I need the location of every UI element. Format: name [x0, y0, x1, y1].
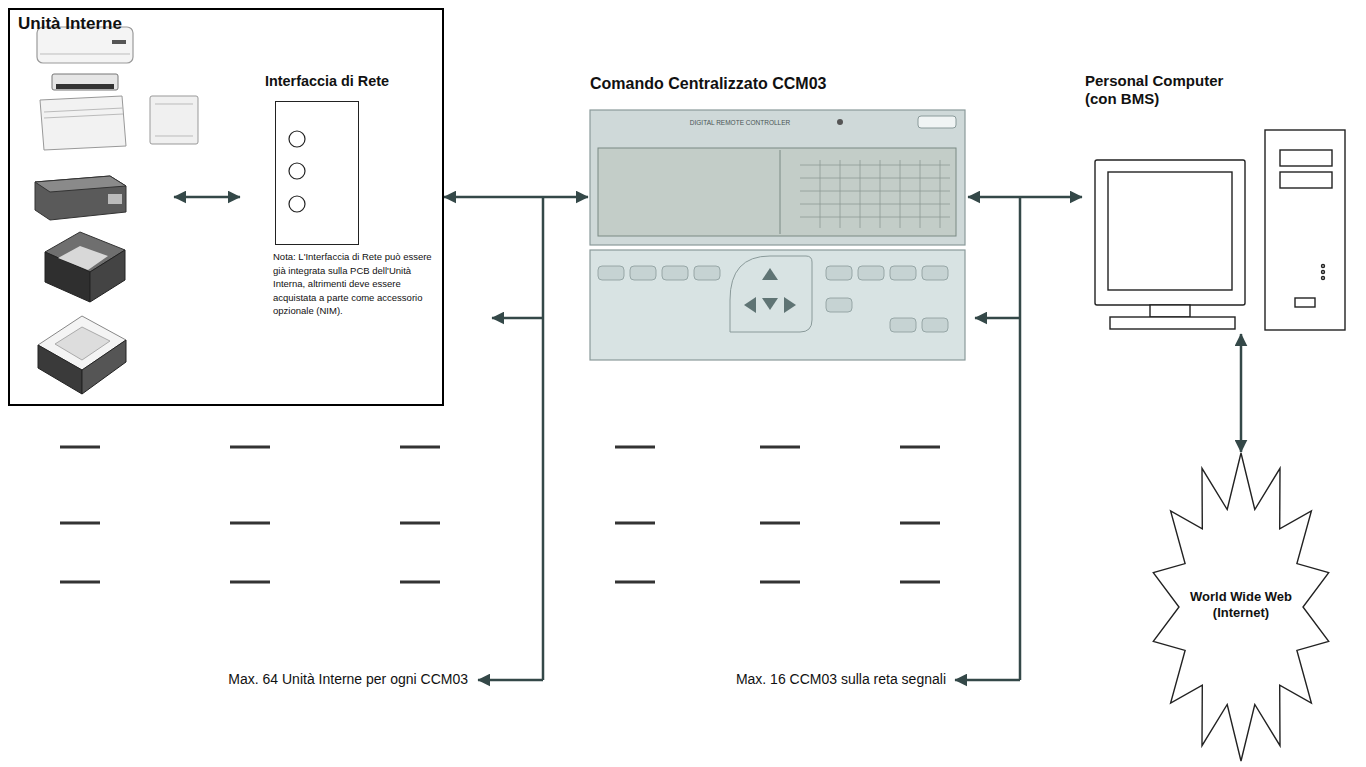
central-controller: Comando Centralizzato CCM03 — [588, 70, 968, 362]
console-unit — [150, 96, 198, 144]
internet-burst: World Wide Web (Internet) — [1150, 452, 1332, 762]
device-caption: DIGITAL REMOTE CONTROLLER — [660, 119, 820, 127]
panel-heading: Unità Interne — [18, 14, 238, 34]
cassette-panel-unit — [38, 316, 126, 394]
ducted-unit — [35, 176, 126, 220]
controller-heading: Comando Centralizzato CCM03 — [590, 74, 920, 93]
computer-heading: Personal Computer (con BMS) — [1085, 72, 1250, 108]
personal-computer: Personal Computer (con BMS) — [1082, 72, 1352, 334]
slim-ceiling-unit — [52, 74, 118, 90]
floor-ceiling-unit — [40, 96, 126, 150]
network-interface: Interfaccia di Rete — [265, 73, 435, 247]
indicator-lights — [276, 102, 357, 243]
edge-layer — [444, 197, 1241, 452]
computer-drawing — [1095, 130, 1345, 330]
bus-connector — [968, 196, 1082, 199]
note-text: Nota: L'Interfaccia di Rete può essere g… — [273, 250, 439, 318]
indicator-light — [289, 131, 305, 147]
indicator-light — [289, 196, 305, 212]
interface-heading: Interfaccia di Rete — [265, 73, 435, 90]
cassette-unit — [45, 232, 125, 302]
indoor-units-panel: Unità InterneNota: L'Interfaccia di Rete… — [8, 8, 444, 406]
capacity-note: Max. 16 CCM03 sulla reta segnali — [600, 671, 946, 688]
bus-connector — [1240, 334, 1243, 452]
continuation-dashes — [60, 447, 940, 582]
internet-label: World Wide Web (Internet) — [1181, 589, 1301, 620]
capacity-note: Max. 64 Unità Interne per ogni CCM03 — [130, 671, 468, 688]
indicator-light — [289, 163, 305, 179]
signal-bus — [478, 197, 1020, 680]
starburst-shape — [1153, 453, 1328, 761]
controller-device — [590, 110, 965, 360]
internal-link — [174, 196, 240, 199]
interface-module — [275, 101, 359, 245]
bus-connector — [444, 196, 588, 199]
